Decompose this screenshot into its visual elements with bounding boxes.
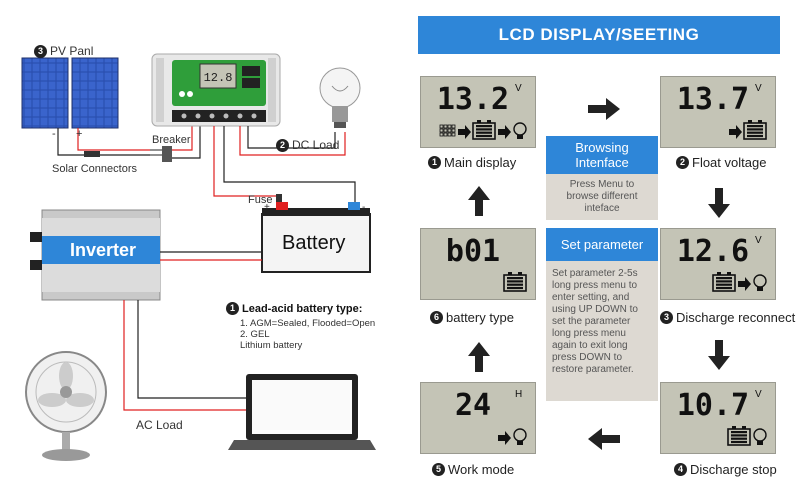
caption-stop: 4 Discharge stop <box>674 462 777 477</box>
fan-image <box>25 351 107 461</box>
lcd-icons <box>503 272 527 292</box>
arrow-left-icon <box>588 428 620 450</box>
lcd-value: 24 <box>455 388 491 423</box>
number-badge: 3 <box>34 44 47 58</box>
browsing-box: Browsing Intenface Press Menu to browse … <box>546 136 658 220</box>
arrow-down-icon <box>708 188 730 218</box>
battery-minus-label: - <box>362 202 366 213</box>
number-badge: 2 <box>676 156 689 169</box>
caption-text: battery type <box>446 310 514 325</box>
lcd-graphic: 24 H <box>455 388 527 445</box>
lcd-value: 13.2 <box>437 82 509 117</box>
bulb-icon <box>319 67 361 128</box>
laptop-image <box>228 374 376 450</box>
arrow-down-icon <box>708 340 730 370</box>
lcd-value: 10.7 <box>677 388 749 423</box>
number-badge: 1 <box>428 156 441 169</box>
lcd-unit: H <box>515 389 522 400</box>
caption-text: Discharge stop <box>690 462 777 477</box>
pv-panel <box>21 57 119 129</box>
arrow-up-icon <box>468 186 490 216</box>
breaker-icon <box>162 146 172 162</box>
lcd-graphic: 12.6 V <box>677 234 767 292</box>
ac-load-label: AC Load <box>136 418 183 432</box>
caption-text: Float voltage <box>692 155 767 170</box>
lcd-unit: V <box>755 235 762 246</box>
note-line: Lithium battery <box>240 340 303 351</box>
arrow-right-icon <box>588 98 620 120</box>
breaker-label: Breaker <box>152 134 191 146</box>
set-parameter-text: Set parameter 2-5s long press menu to en… <box>546 261 658 401</box>
caption-text: Discharge reconnect <box>676 310 796 325</box>
wiring-svg: 12.8 <box>21 53 376 461</box>
lcd-screen-main: 13.2 V <box>420 76 536 148</box>
battery-type-note: 1 Lead-acid battery type: 1. AGM=Sealed,… <box>226 302 375 351</box>
lcd-icons <box>729 120 767 140</box>
solar-connectors-label: Solar Connectors <box>52 163 137 175</box>
fuse-label: Fuse <box>248 194 273 206</box>
battery-image <box>261 202 371 273</box>
pv-panel-text: PV Panl <box>50 44 94 58</box>
wiring-diagram: 12.8 <box>21 44 376 461</box>
caption-type: 6 battery type <box>430 310 514 325</box>
lcd-screen-work: 24 H <box>420 382 536 454</box>
lcd-graphic: 13.2 V <box>437 82 527 140</box>
charge-controller: 12.8 <box>151 53 281 127</box>
panel-plus-label: + <box>76 128 83 140</box>
lcd-icons <box>727 426 767 446</box>
pv-panel-label: 3 PV Panl <box>34 44 93 58</box>
lcd-icons <box>498 428 527 445</box>
dc-load-label: 2 DC Load <box>276 138 339 152</box>
number-badge: 4 <box>674 463 687 476</box>
number-badge: 2 <box>276 138 289 152</box>
note-title: Lead-acid battery type: <box>242 302 363 315</box>
dc-load-text: DC Load <box>292 138 340 152</box>
lcd-unit: V <box>515 83 522 94</box>
svg-text:12.8: 12.8 <box>204 71 233 85</box>
lcd-icons <box>439 120 527 140</box>
inverter-label: Inverter <box>70 240 137 260</box>
number-badge: 1 <box>226 302 239 315</box>
note-line: 1. AGM=Sealed, Flooded=Open <box>240 318 376 329</box>
lcd-screen-reconnect: 12.6 V <box>660 228 776 300</box>
caption-float: 2 Float voltage <box>676 155 766 170</box>
set-parameter-box: Set parameter Set parameter 2-5s long pr… <box>546 228 658 401</box>
number-badge: 6 <box>430 311 443 324</box>
lcd-value: 12.6 <box>677 234 749 269</box>
lcd-unit: V <box>755 83 762 94</box>
browsing-title: Browsing Intenface <box>546 136 658 174</box>
browsing-text: Press Menu to browse different inteface <box>546 174 658 220</box>
caption-main: 1 Main display <box>428 155 516 170</box>
lcd-value: b01 <box>446 234 500 269</box>
note-line: 2. GEL <box>240 329 270 340</box>
lcd-screen-float: 13.7 V <box>660 76 776 148</box>
lcd-graphic: b01 <box>446 234 527 292</box>
caption-reconnect: 3 Discharge reconnect <box>660 310 795 325</box>
caption-text: Main display <box>444 155 517 170</box>
solar-connector-icon <box>84 151 100 157</box>
lcd-section-title: LCD DISPLAY/SEETING <box>418 16 780 54</box>
caption-text: Work mode <box>448 462 515 477</box>
number-badge: 5 <box>432 463 445 476</box>
lcd-unit: V <box>755 389 762 400</box>
lcd-value: 13.7 <box>677 82 749 117</box>
note-title-row: 1 Lead-acid battery type: <box>226 302 375 315</box>
lcd-icons <box>712 272 767 292</box>
lcd-graphic: 10.7 V <box>677 388 767 446</box>
panel-minus-label: - <box>52 128 56 140</box>
number-badge: 3 <box>660 311 673 324</box>
battery-plus-label: + <box>264 202 270 213</box>
battery-label: Battery <box>282 232 346 254</box>
set-parameter-title: Set parameter <box>546 228 658 261</box>
lcd-screen-type: b01 <box>420 228 536 300</box>
caption-work: 5 Work mode <box>432 462 514 477</box>
fuse-icon <box>276 194 282 208</box>
arrow-up-icon <box>468 342 490 372</box>
lcd-graphic: 13.7 V <box>677 82 767 140</box>
inverter-image <box>30 209 161 301</box>
lcd-screen-stop: 10.7 V <box>660 382 776 454</box>
